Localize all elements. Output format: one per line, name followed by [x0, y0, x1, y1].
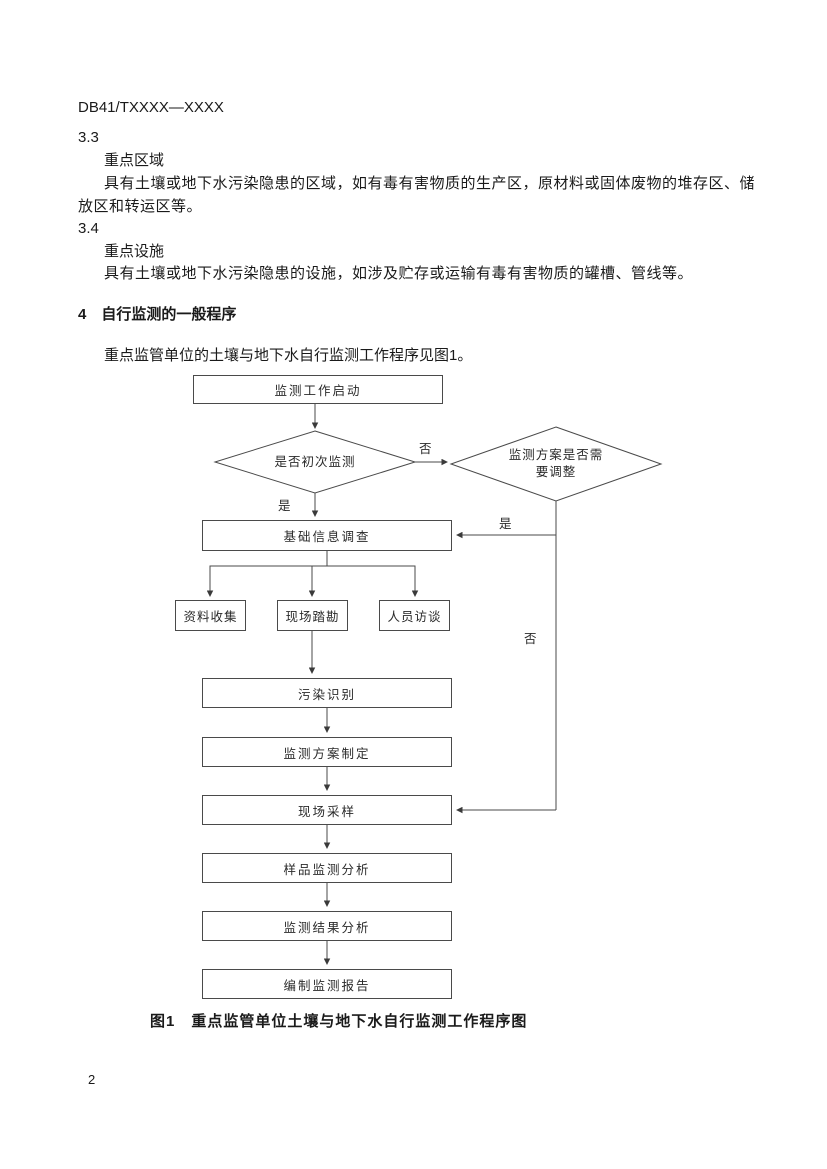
flow-decision-initial-label: 是否初次监测 [274, 455, 356, 469]
flow-node-data-collection: 资料收集 [175, 600, 246, 631]
flow-node-basic-info-survey: 基础信息调查 [202, 520, 452, 551]
edge-label-no-adjust: 否 [524, 632, 537, 646]
section-3-4-number: 3.4 [78, 220, 99, 237]
flow-decision-adjust-label: 监测方案是否需 要调整 [508, 448, 604, 479]
section-4-intro: 重点监管单位的土壤与地下水自行监测工作程序见图1。 [104, 347, 473, 364]
decision-initial-diamond [213, 430, 417, 494]
flow-node-pollution-identification: 污染识别 [202, 678, 452, 708]
flow-node-result-analysis: 监测结果分析 [202, 911, 452, 941]
section-4-heading: 4 自行监测的一般程序 [78, 306, 237, 323]
flow-node-site-reconnaissance: 现场踏勘 [277, 600, 348, 631]
section-3-4-definition: 具有土壤或地下水污染隐患的设施，如涉及贮存或运输有毒有害物质的罐槽、管线等。 [104, 265, 694, 282]
page-number: 2 [88, 1072, 96, 1087]
section-3-3-term: 重点区域 [104, 152, 165, 169]
edge-label-no-initial: 否 [419, 442, 432, 456]
decision-adjust-diamond [449, 426, 663, 502]
flow-node-personnel-interview: 人员访谈 [379, 600, 450, 631]
edge-label-yes-initial: 是 [278, 499, 291, 513]
edge-label-yes-adjust: 是 [499, 517, 512, 531]
flow-node-start: 监测工作启动 [193, 375, 443, 404]
section-3-3-definition: 具有土壤或地下水污染隐患的区域，如有毒有害物质的生产区，原材料或固体废物的堆存区… [78, 175, 756, 215]
flow-node-field-sampling: 现场采样 [202, 795, 452, 825]
section-3-3-number: 3.3 [78, 129, 99, 146]
flow-node-sample-analysis: 样品监测分析 [202, 853, 452, 883]
flow-node-monitoring-plan: 监测方案制定 [202, 737, 452, 767]
section-3-4-term: 重点设施 [104, 243, 165, 260]
document-code: DB41/TXXXX—XXXX [78, 99, 224, 116]
figure-caption: 图1 重点监管单位土壤与地下水自行监测工作程序图 [150, 1013, 528, 1030]
flow-node-report-compilation: 编制监测报告 [202, 969, 452, 999]
